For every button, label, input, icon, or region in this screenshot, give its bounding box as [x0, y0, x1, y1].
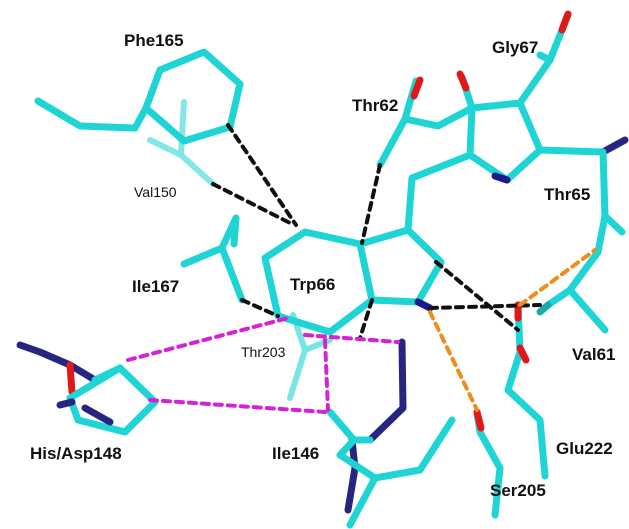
residue-ser205-sticks — [473, 408, 504, 519]
residue-his-asp148-sticks — [16, 341, 159, 436]
residue-val61-sticks — [536, 248, 609, 334]
residue-glu222-sticks — [504, 301, 549, 480]
residue-ile167-sticks — [180, 214, 246, 304]
label-ser205: Ser205 — [490, 481, 546, 500]
contacts-orange-dashed — [428, 248, 597, 412]
contacts-black-dashed — [211, 123, 542, 340]
residue-thr65-sticks — [594, 148, 626, 256]
contacts-magenta-dashed — [126, 316, 400, 414]
residue-trp66-sticks — [261, 151, 474, 336]
label-his-asp148: His/Asp148 — [30, 444, 122, 463]
label-thr62: Thr62 — [352, 96, 398, 115]
label-trp66: Trp66 — [290, 275, 335, 294]
residue-val150-sticks — [147, 99, 216, 187]
residue-thr203-sticks — [287, 312, 333, 401]
residue-thr62-sticks — [376, 76, 476, 169]
label-thr65: Thr65 — [544, 185, 590, 204]
label-val150: Val150 — [134, 184, 177, 200]
label-thr203: Thr203 — [241, 344, 286, 360]
label-ile167: Ile167 — [132, 277, 179, 296]
residue-ile146-sticks — [326, 338, 456, 529]
label-glu222: Glu222 — [556, 439, 613, 458]
label-ile146: Ile146 — [272, 444, 319, 463]
label-gly67: Gly67 — [492, 38, 538, 57]
residue-phe165-sticks — [34, 48, 244, 145]
label-val61: Val61 — [572, 345, 616, 364]
residue-gly67-sticks — [456, 10, 629, 184]
label-phe165: Phe165 — [124, 31, 184, 50]
